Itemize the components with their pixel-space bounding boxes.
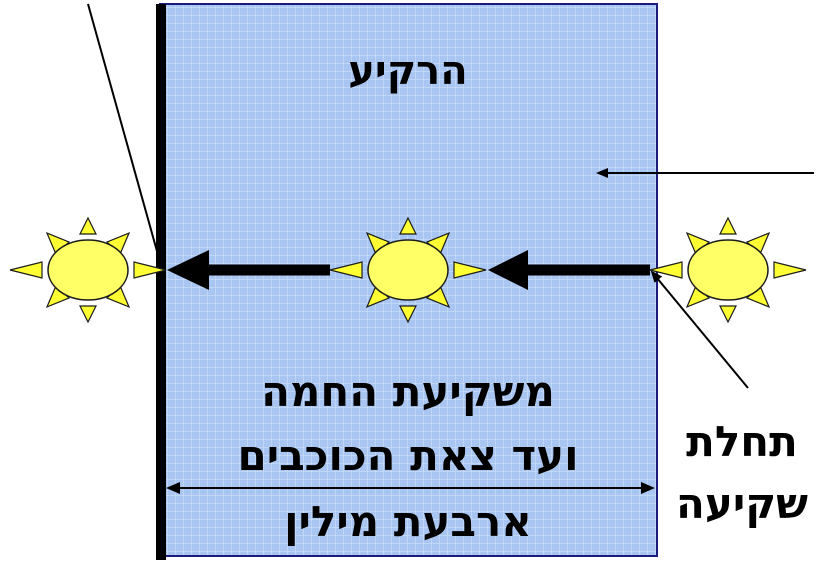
sun-icon bbox=[650, 218, 806, 322]
sun-ray bbox=[720, 306, 736, 322]
sun-body bbox=[688, 240, 768, 300]
top-left-pointer-line bbox=[88, 4, 160, 262]
start-label-line2: שקיעה bbox=[676, 479, 808, 528]
start-label-line1: תחלת bbox=[686, 417, 798, 466]
sun-body bbox=[368, 240, 448, 300]
main-label-line1: משקיעת החמה bbox=[261, 367, 555, 416]
horizon-wall bbox=[156, 4, 166, 560]
sun-ray bbox=[10, 262, 42, 278]
sun-ray bbox=[774, 262, 806, 278]
sun-ray bbox=[720, 218, 736, 234]
main-label-line2: ועד צאת הכוכבים bbox=[237, 431, 578, 480]
sun-icon bbox=[10, 218, 166, 322]
distance-label: ארבעת מילין bbox=[284, 497, 532, 546]
sun-ray bbox=[80, 306, 96, 322]
sun-ray bbox=[80, 218, 96, 234]
sun-body bbox=[48, 240, 128, 300]
sky-label: הרקיע bbox=[348, 48, 467, 94]
